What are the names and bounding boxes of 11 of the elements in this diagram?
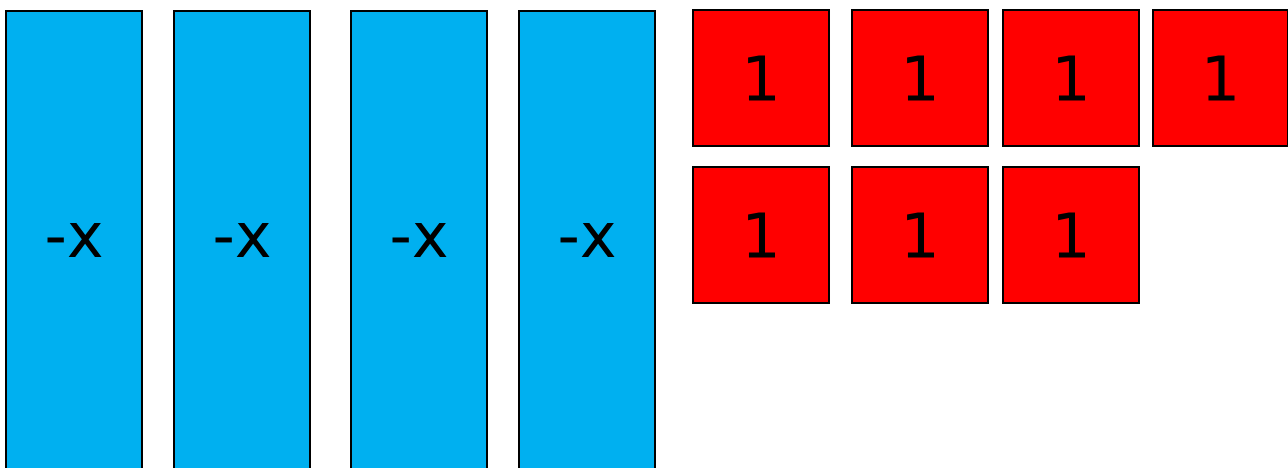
unit-tile: 1 bbox=[1152, 9, 1288, 147]
x-tile: -x bbox=[173, 10, 311, 468]
unit-tile: 1 bbox=[851, 166, 989, 304]
unit-tile: 1 bbox=[692, 9, 830, 147]
unit-tile: 1 bbox=[851, 9, 989, 147]
x-tile: -x bbox=[350, 10, 488, 468]
x-tile: -x bbox=[5, 10, 143, 468]
unit-tile: 1 bbox=[1002, 9, 1140, 147]
x-tile: -x bbox=[518, 10, 656, 468]
unit-tile: 1 bbox=[692, 166, 830, 304]
unit-tile: 1 bbox=[1002, 166, 1140, 304]
